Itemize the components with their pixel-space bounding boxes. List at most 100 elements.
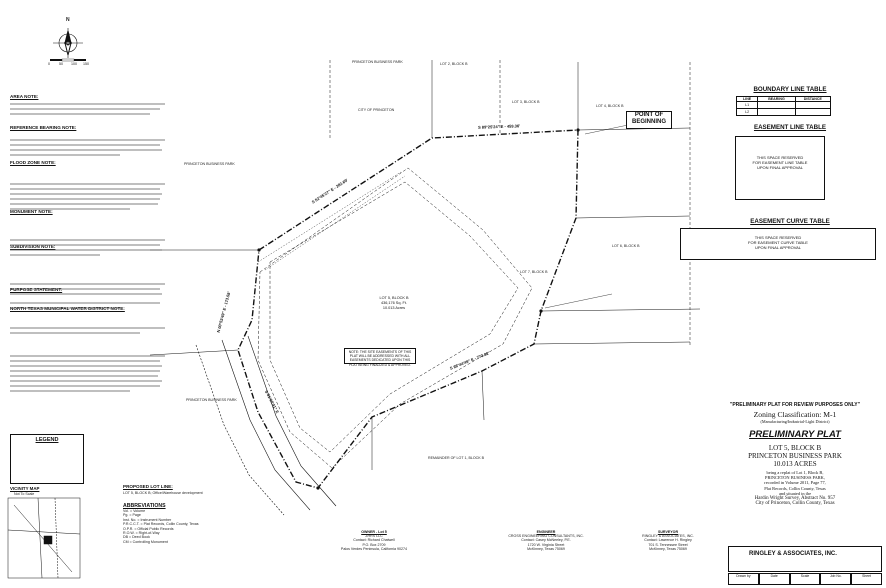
note-text-lines	[10, 103, 165, 392]
surveyor-line: 701 S. Tennessee Street	[648, 542, 688, 547]
footer-cell: Drawn by	[728, 573, 759, 585]
owner-line: Palos Verdes Peninsula, California 90274	[340, 547, 408, 552]
owner-line: ZHRS LLC	[365, 534, 383, 538]
scale-label: 0	[48, 62, 50, 66]
engineer-contact: ENGINEER CROSS ENGINEERING CONSULTANTS, …	[498, 530, 594, 552]
adjoiner-label: LOT 2, BLOCK B	[440, 62, 468, 66]
scale-label: 100	[71, 62, 77, 66]
abbreviation-item: CM = Controlling Monument	[123, 539, 168, 544]
pob-line: BEGINNING	[631, 119, 666, 125]
firm-box: RINGLEY & ASSOCIATES, INC.	[728, 546, 882, 572]
table-cell	[794, 108, 831, 116]
city-line: City of Princeton, Collin County, Texas	[755, 501, 835, 507]
adjoiner-label: LOT 6, BLOCK B	[612, 244, 640, 248]
easement-line-table-title: EASEMENT LINE TABLE	[753, 124, 827, 131]
footer-cell: Date	[758, 573, 790, 585]
easement-curve-table-box: THIS SPACE RESERVED FOR EASEMENT CURVE T…	[680, 228, 876, 260]
plat-note-box: NOTE: THE SITE EASEMENTS OF THIS PLAT WI…	[344, 348, 416, 367]
lot-name: LOT 5, BLOCK B	[379, 296, 409, 300]
reserved-line: THIS SPACE RESERVED	[756, 155, 804, 160]
owner-line: Contact: Richard Chatwell	[353, 538, 395, 543]
flood-zone-title: FLOOD ZONE NOTE:	[10, 160, 56, 165]
description-line: and situated in the	[778, 490, 812, 496]
reference-bearing-title: REFERENCE BEARING NOTE:	[10, 125, 77, 130]
legend-box: LEGEND	[10, 434, 84, 484]
surveyor-line: McKinney, Texas 75069	[649, 547, 687, 552]
scale-label: 50	[59, 62, 63, 66]
adjoiner-label: REMAINDER OF LOT 1, BLOCK B	[428, 456, 485, 460]
adjoiner-label: CITY OF PRINCETON	[358, 108, 395, 112]
corner-monument-icon	[257, 248, 261, 252]
legend-title: LEGEND	[35, 437, 59, 443]
engineer-line: CROSS ENGINEERING CONSULTANTS, INC.	[508, 534, 584, 538]
table-cell: L1	[735, 101, 759, 109]
corner-monument-icon	[316, 486, 320, 490]
reserved-line: THIS SPACE RESERVED	[754, 235, 802, 240]
adjoiner-label: PRINCETON BUSINESS PARK	[184, 162, 235, 166]
abbreviation-item: O.P.R. = Official Public Records	[123, 526, 174, 531]
reserved-line: FOR EASEMENT LINE TABLE	[752, 160, 808, 165]
abbreviation-item: Inst. No. = Instrument Number	[123, 517, 172, 522]
adjoiner-label: LOT 3, BLOCK B	[512, 100, 540, 104]
scale-label: 150	[83, 62, 89, 66]
vicinity-map-title: VICINITY MAP	[10, 486, 40, 491]
proposed-lot-line-title: PROPOSED LOT LINE:	[123, 484, 173, 489]
table-row: L1	[735, 101, 831, 109]
engineer-title: ENGINEER	[536, 530, 556, 534]
purpose-title: PURPOSE STATEMENT:	[10, 287, 63, 292]
north-label: N	[66, 17, 70, 23]
subdivision-title: SUBDIVISION NOTE:	[10, 244, 56, 249]
table-cell	[757, 108, 796, 116]
survey-line: Hardin Wright Survey, Abstract No. 957	[754, 496, 836, 502]
abbreviation-item: P.R.C.C.T. = Plat Records, Collin County…	[123, 522, 199, 527]
abbreviations-title: ABBREVIATIONS	[123, 503, 166, 509]
main-title: PRELIMINARY PLAT	[749, 429, 841, 440]
table-row: L2	[735, 108, 831, 116]
table-cell	[757, 101, 796, 109]
engineer-line: McKinney, Texas 75069	[527, 547, 565, 552]
lot-title: LOT 5, BLOCK B	[768, 444, 822, 452]
vicinity-map-subtitle: Not To Scale	[14, 492, 35, 496]
reserved-line: UPON FINAL APPROVAL	[754, 245, 801, 250]
surveyor-title: SURVEYOR	[657, 530, 679, 534]
pob-monument-icon	[576, 128, 580, 132]
vicinity-map	[7, 497, 81, 579]
monument-title: MONUMENT NOTE:	[10, 209, 53, 214]
notes-column: AREA NOTE: REFERENCE BEARING NOTE: FLOOD…	[10, 94, 168, 311]
road-right-of-way	[195, 335, 337, 516]
footer-strip: Drawn by Date Scale Job No. Sheet	[728, 573, 882, 585]
pob-line: POINT OF	[634, 112, 664, 118]
owner-title: OWNER - Lot 5	[361, 530, 387, 534]
adjoiner-label: LOT 4, BLOCK B	[596, 104, 624, 108]
owner-line: P.O. Box 2709	[362, 542, 386, 547]
footer-cell: Job No.	[820, 573, 852, 585]
surveyor-line: Contact: Lawrence H. Ringley	[644, 538, 692, 543]
reserved-line: UPON FINAL APPROVAL	[756, 165, 803, 170]
abbreviation-item: R.O.W. = Right-of-Way	[123, 531, 160, 536]
lot-label: LOT 5, BLOCK B 436,176 Sq. Ft. 10.013 Ac…	[364, 296, 424, 311]
point-of-beginning-box: POINT OF BEGINNING	[626, 111, 672, 129]
engineer-line: Contact: Casey McNeeley, P.E.	[521, 538, 571, 543]
park-title: PRINCETON BUSINESS PARK	[748, 452, 842, 460]
zoning-classification: Zoning Classification: M-1	[753, 410, 837, 419]
reserved-line: FOR EASEMENT CURVE TABLE	[748, 240, 808, 245]
abbreviation-item: Vol. = Volume	[123, 509, 146, 513]
lot-sqft: 436,176 Sq. Ft.	[381, 301, 407, 305]
review-note: "PRELIMINARY PLAT FOR REVIEW PURPOSES ON…	[729, 402, 861, 408]
boundary-line-table-title: BOUNDARY LINE TABLE	[753, 86, 827, 93]
area-note-title: AREA NOTE:	[10, 94, 39, 99]
engineer-line: 1720 W. Virginia Street	[527, 542, 565, 547]
leader-lines	[544, 124, 629, 309]
acres-title: 10.013 ACRES	[773, 460, 817, 468]
proposed-lot-line-text: LOT 5, BLOCK B; Office/Warehouse develop…	[123, 491, 203, 495]
surveyor-contact: SURVEYOR RINGLEY & ASSOCIATES, INC. Cont…	[620, 530, 716, 552]
footer-cell: Sheet	[851, 573, 882, 585]
adjoiner-lines	[149, 60, 701, 470]
title-block: "PRELIMINARY PLAT FOR REVIEW PURPOSES ON…	[708, 402, 882, 506]
easement-line-table-box: THIS SPACE RESERVED FOR EASEMENT LINE TA…	[735, 136, 825, 200]
description-line: PRINCETON BUSINESS PARK,	[765, 475, 825, 481]
surveyor-line: RINGLEY & ASSOCIATES, INC.	[642, 534, 694, 538]
firm-name: RINGLEY & ASSOCIATES, INC.	[749, 551, 837, 557]
